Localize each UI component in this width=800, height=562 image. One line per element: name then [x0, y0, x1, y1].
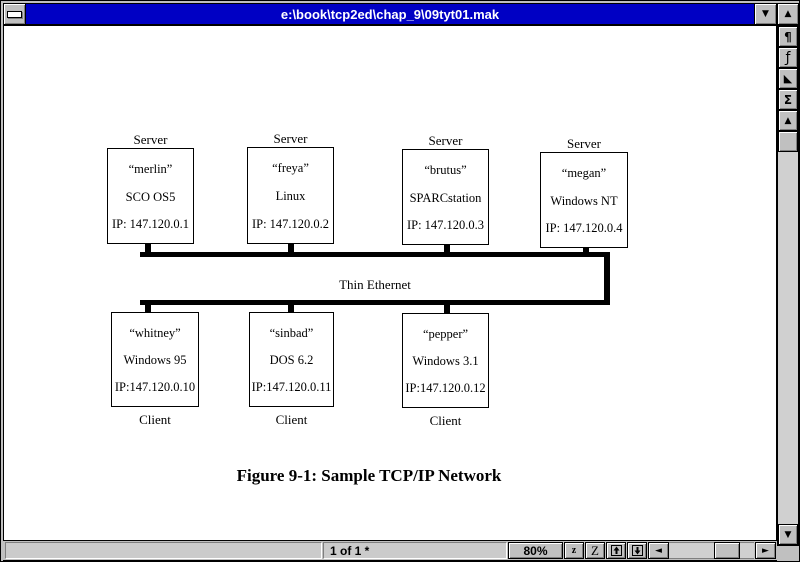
zoom-in-button[interactable]: Z — [585, 542, 605, 559]
server-drop-line — [583, 248, 589, 253]
ethernet-bus-right — [604, 252, 610, 305]
host-name: “brutus” — [424, 163, 467, 177]
vertical-scrollbar-thumb[interactable] — [778, 131, 798, 152]
host-name: “pepper” — [422, 327, 469, 341]
server-label: Server — [428, 133, 463, 148]
function-button[interactable]: ƒ — [778, 47, 798, 68]
page-indicator-field: 1 of 1 * — [323, 542, 507, 559]
scroll-right-button[interactable]: ► — [755, 542, 776, 559]
client-label: Client — [139, 412, 171, 427]
minimize-icon: ▼ — [762, 9, 769, 19]
status-message-field — [5, 542, 322, 559]
host-name: “freya” — [272, 161, 309, 175]
host-os: SPARCstation — [409, 190, 482, 205]
server-node: “merlin” SCO OS5 IP: 147.120.0.1 — [107, 148, 194, 244]
client-drop-line — [145, 305, 151, 313]
ethernet-bus-bottom — [140, 300, 610, 305]
scroll-up-icon: ▲ — [784, 115, 792, 126]
server-node: “megan” Windows NT IP: 147.120.0.4 — [540, 152, 628, 248]
sigma-icon: Σ — [783, 92, 793, 107]
scroll-up-button[interactable]: ▲ — [778, 110, 798, 131]
client-node: “pepper” Windows 3.1 IP:147.120.0.12 — [402, 313, 489, 408]
host-ip: IP:147.120.0.11 — [251, 380, 332, 394]
host-os: SCO OS5 — [125, 189, 176, 204]
host-os: Windows NT — [550, 193, 618, 208]
server-drop-line — [145, 244, 151, 253]
client-label: Client — [275, 412, 308, 427]
client-node: “sinbad” DOS 6.2 IP:147.120.0.11 — [249, 312, 334, 407]
window-title: e:\book\tcp2ed\chap_9\09tyt01.mak — [26, 4, 754, 24]
scroll-down-button[interactable]: ▼ — [778, 524, 798, 545]
page-up-icon — [610, 545, 622, 556]
scroll-right-icon: ► — [762, 545, 769, 556]
server-label: Server — [273, 131, 308, 146]
host-ip: IP:147.120.0.10 — [114, 380, 196, 394]
client-label: Client — [429, 413, 462, 428]
client-drop-line — [444, 305, 450, 314]
host-ip: IP:147.120.0.12 — [405, 381, 486, 395]
host-os: Windows 95 — [123, 353, 187, 367]
bus-label: Thin Ethernet — [339, 277, 411, 292]
server-drop-line — [444, 245, 450, 253]
sigma-button[interactable]: Σ — [778, 89, 798, 110]
horizontal-scrollbar-thumb[interactable] — [714, 542, 740, 559]
triangle-icon: ◣ — [783, 72, 793, 85]
pilcrow-icon: ¶ — [784, 29, 792, 44]
system-menu-icon — [7, 10, 22, 18]
host-name: “whitney” — [129, 326, 181, 340]
host-name: “sinbad” — [269, 326, 314, 340]
host-ip: IP: 147.120.0.1 — [111, 217, 190, 231]
client-drop-line — [288, 305, 294, 313]
page-down-icon — [631, 545, 643, 556]
vertical-scrollbar-track[interactable] — [778, 152, 798, 524]
document-canvas[interactable]: Server Server Server Server “merlin” SCO… — [3, 25, 777, 541]
host-name: “merlin” — [128, 162, 173, 176]
host-os: DOS 6.2 — [269, 353, 314, 367]
host-ip: IP: 147.120.0.4 — [545, 221, 623, 235]
status-bar: 1 of 1 * 80% z Z ◄ ► — [3, 541, 777, 561]
right-toolbar: ¶ ƒ ◣ Σ ▲ ▼ — [777, 25, 799, 546]
system-menu-button[interactable] — [4, 4, 26, 24]
scroll-left-button[interactable]: ◄ — [648, 542, 669, 559]
triangle-button[interactable]: ◣ — [778, 68, 798, 89]
host-ip: IP: 147.120.0.3 — [406, 218, 485, 232]
ethernet-bus-top — [140, 252, 610, 257]
server-label: Server — [133, 132, 168, 147]
scroll-down-icon: ▼ — [784, 529, 792, 540]
minimize-button[interactable]: ▼ — [754, 4, 776, 24]
maximize-button[interactable]: ▲ — [777, 3, 799, 25]
client-node: “whitney” Windows 95 IP:147.120.0.10 — [111, 312, 199, 407]
server-node: “brutus” SPARCstation IP: 147.120.0.3 — [402, 149, 489, 245]
zoom-out-button[interactable]: z — [564, 542, 584, 559]
pilcrow-button[interactable]: ¶ — [778, 26, 798, 47]
scroll-left-icon: ◄ — [655, 545, 662, 556]
host-os: Windows 3.1 — [412, 354, 479, 368]
server-node: “freya” Linux IP: 147.120.0.2 — [247, 147, 334, 244]
page-down-button[interactable] — [627, 542, 647, 559]
server-label: Server — [567, 136, 601, 151]
horizontal-scrollbar-track[interactable] — [669, 542, 754, 559]
figure-caption: Figure 9-1: Sample TCP/IP Network — [236, 466, 502, 485]
host-os: Linux — [275, 189, 306, 203]
host-name: “megan” — [561, 166, 607, 180]
maximize-icon: ▲ — [784, 9, 792, 19]
title-bar: e:\book\tcp2ed\chap_9\09tyt01.mak ▼ — [3, 3, 777, 25]
zoom-level-button[interactable]: 80% — [508, 542, 563, 559]
server-drop-line — [288, 244, 294, 253]
function-f-icon: ƒ — [785, 49, 791, 66]
page-up-button[interactable] — [606, 542, 626, 559]
host-ip: IP: 147.120.0.2 — [251, 217, 330, 231]
